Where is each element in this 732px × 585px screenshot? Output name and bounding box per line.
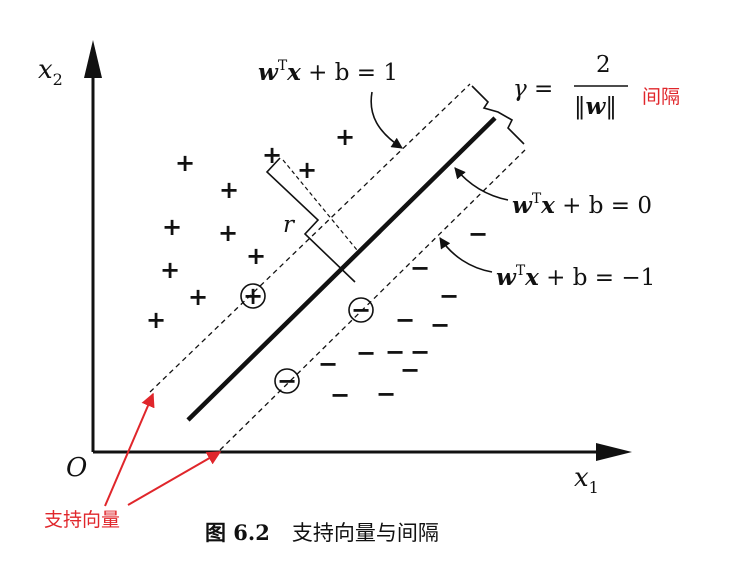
minus-point: − — [318, 350, 338, 378]
plus-point: + — [262, 141, 282, 169]
origin-label: O — [66, 453, 87, 483]
minus-point: − — [439, 282, 459, 310]
plus-point: + — [188, 283, 208, 311]
y-axis-label: x2 — [38, 55, 63, 89]
minus-point: − — [410, 338, 430, 366]
upper-equation-pointer — [370, 91, 403, 149]
lower-margin-line — [219, 149, 526, 451]
minus-point: − — [468, 220, 488, 248]
r-perpendicular — [282, 159, 358, 251]
margin-label: 间隔 — [642, 86, 680, 108]
minus-point: − — [410, 254, 430, 282]
plus-point: + — [246, 242, 266, 270]
support-vector-minus-symbol: − — [351, 296, 371, 324]
plus-point: + — [146, 306, 166, 334]
support-vector-plus: + — [240, 282, 266, 310]
minus-point: − — [356, 339, 376, 367]
plus-point: + — [218, 219, 238, 247]
x-axis-arrowhead — [596, 443, 632, 461]
minus-point: − — [400, 356, 420, 384]
y-axis-arrowhead — [84, 40, 102, 78]
plus-point: + — [162, 213, 182, 241]
minus-point: − — [385, 338, 405, 366]
r-bracket — [265, 157, 356, 283]
support-vector-arrow-2 — [127, 451, 222, 506]
boundary-equation: wTx + b = 0 — [512, 191, 652, 219]
axes — [84, 40, 632, 461]
gamma-equation: γ = 2 ‖w‖ — [513, 52, 628, 120]
data-points: +++++++++++−−−−−−−−−−−−+−− — [146, 123, 488, 409]
minus-point: − — [330, 381, 350, 409]
minus-point: − — [430, 311, 450, 339]
support-vector-plus-symbol: + — [243, 282, 263, 310]
minus-point: − — [395, 306, 415, 334]
x-axis-label: x1 — [574, 463, 599, 497]
support-vector-arrow-1 — [104, 392, 155, 507]
r-label: r — [283, 212, 296, 238]
plus-point: + — [297, 156, 317, 184]
svg-text:γ =: γ = — [513, 76, 553, 102]
lower-equation-pointer — [439, 237, 493, 273]
support-vector-minus: − — [348, 296, 374, 324]
svg-text:2: 2 — [596, 52, 611, 78]
gamma-bracket — [471, 85, 525, 145]
plus-point: + — [219, 176, 239, 204]
boundary-equation-pointer — [454, 167, 509, 201]
plus-point: + — [335, 123, 355, 151]
upper-margin-line — [149, 83, 471, 393]
support-vectors-label: 支持向量 — [44, 509, 120, 531]
support-vector-minus-symbol: − — [277, 367, 297, 395]
lower-margin-equation: wTx + b = −1 — [496, 263, 655, 291]
plus-point: + — [175, 149, 195, 177]
plus-point: + — [160, 256, 180, 284]
svg-text:‖w‖: ‖w‖ — [574, 93, 617, 120]
support-vector-minus: − — [274, 367, 300, 395]
upper-margin-equation: wTx + b = 1 — [258, 58, 398, 86]
minus-point: − — [376, 380, 396, 408]
